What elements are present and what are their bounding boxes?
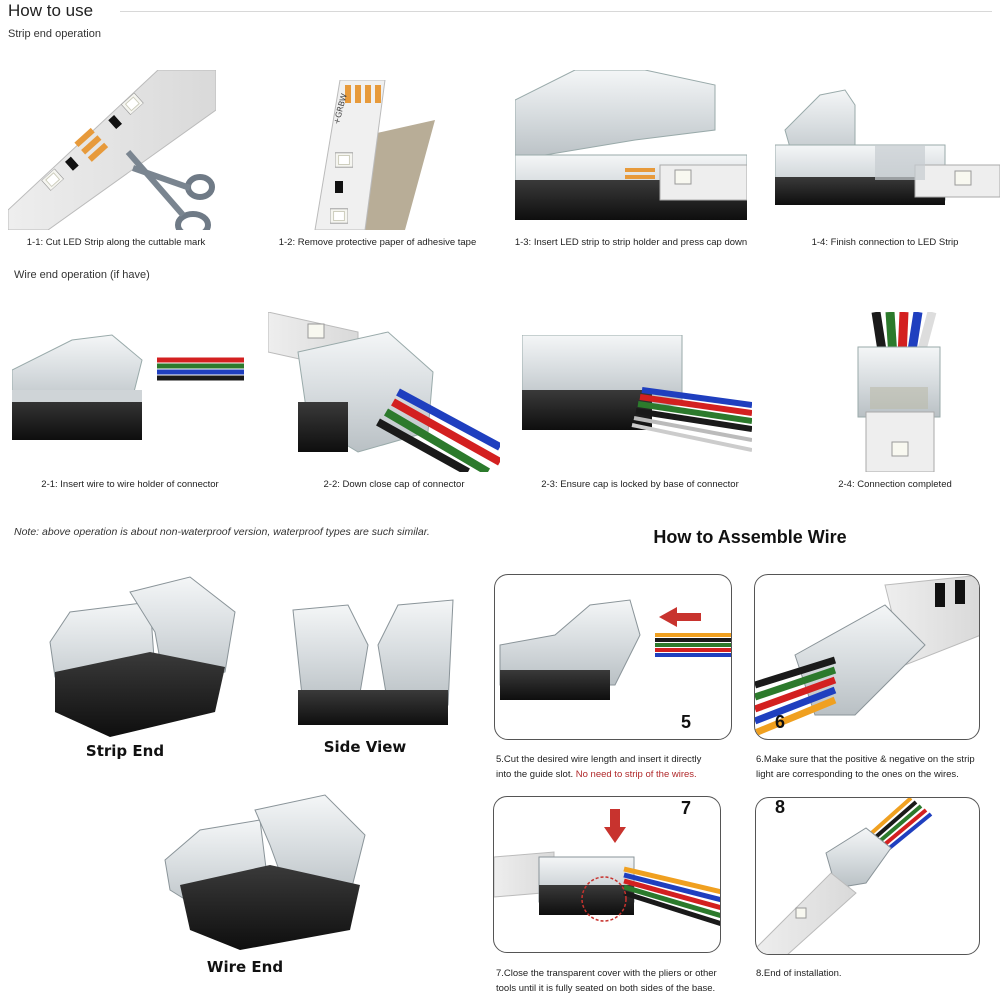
photo-step-1-1 <box>8 70 216 230</box>
caption-step-1-1: 1-1: Cut LED Strip along the cuttable ma… <box>26 237 206 248</box>
step-7-text: 7.Close the transparent cover with the p… <box>496 966 746 996</box>
assemble-panel-8 <box>755 797 980 955</box>
assemble-panel-6 <box>754 574 980 740</box>
scissors-icon <box>125 150 215 230</box>
step-5-warning: No need to strip of the wires. <box>575 769 697 780</box>
step-5-line-2: into the guide slot. No need to strip of… <box>496 767 741 782</box>
step-8-text: 8.End of installation. <box>756 966 956 981</box>
step-number-8: 8 <box>775 797 786 817</box>
step-5-text: 5.Cut the desired wire length and insert… <box>496 752 741 782</box>
label-wire-end: Wire End <box>206 958 284 976</box>
caption-step-2-1: 2-1: Insert wire to wire holder of conne… <box>41 479 219 490</box>
step-6-line-2: light are corresponding to the ones on t… <box>756 769 959 780</box>
product-side-view-image <box>288 595 458 730</box>
step-5-line-2a: into the guide slot. <box>496 769 574 780</box>
photo-step-2-4 <box>838 312 958 472</box>
step-6-text: 6.Make sure that the positive & negative… <box>756 752 1000 782</box>
caption-step-1-3: 1-3: Insert LED strip to strip holder an… <box>514 237 748 248</box>
step-7-line-1: 7.Close the transparent cover with the p… <box>496 968 717 979</box>
product-strip-end-image <box>40 572 240 737</box>
caption-step-1-2: 1-2: Remove protective paper of adhesive… <box>278 237 477 248</box>
assemble-panel-5 <box>494 574 732 740</box>
label-strip-end: Strip End <box>85 742 165 760</box>
caption-step-1-4: 1-4: Finish connection to LED Strip <box>811 237 959 248</box>
caption-step-2-2: 2-2: Down close cap of connector <box>323 479 465 490</box>
photo-step-2-1 <box>12 330 247 445</box>
photo-step-2-2 <box>268 312 500 472</box>
page-title: How to use <box>8 1 94 20</box>
photo-step-1-3 <box>515 70 747 230</box>
step-number-7: 7 <box>681 798 692 818</box>
step-8-line-1: 8.End of installation. <box>756 968 842 979</box>
step-7-line-2: tools until it is fully seated on both s… <box>496 983 716 994</box>
left-arrow-icon <box>659 607 701 627</box>
assemble-panel-7 <box>493 796 721 953</box>
assemble-title: How to Assemble Wire <box>653 527 847 547</box>
step-5-line-1: 5.Cut the desired wire length and insert… <box>496 754 702 765</box>
title-divider <box>120 11 992 12</box>
caption-step-2-3: 2-3: Ensure cap is locked by base of con… <box>541 479 739 490</box>
note-text: Note: above operation is about non-water… <box>14 526 430 538</box>
wire-section-label: Wire end operation (if have) <box>14 269 150 281</box>
strip-section-label: Strip end operation <box>8 28 101 40</box>
photo-step-2-3 <box>522 335 752 460</box>
step-number-6: 6 <box>775 712 786 732</box>
product-wire-end-image <box>160 790 370 950</box>
photo-step-1-4 <box>775 85 1000 215</box>
photo-step-1-2: +GRBW <box>310 80 440 230</box>
label-side-view: Side View <box>323 738 407 756</box>
caption-step-2-4: 2-4: Connection completed <box>838 479 952 490</box>
step-number-5: 5 <box>681 712 692 732</box>
down-arrow-icon <box>604 809 626 843</box>
step-6-line-1: 6.Make sure that the positive & negative… <box>756 754 975 765</box>
